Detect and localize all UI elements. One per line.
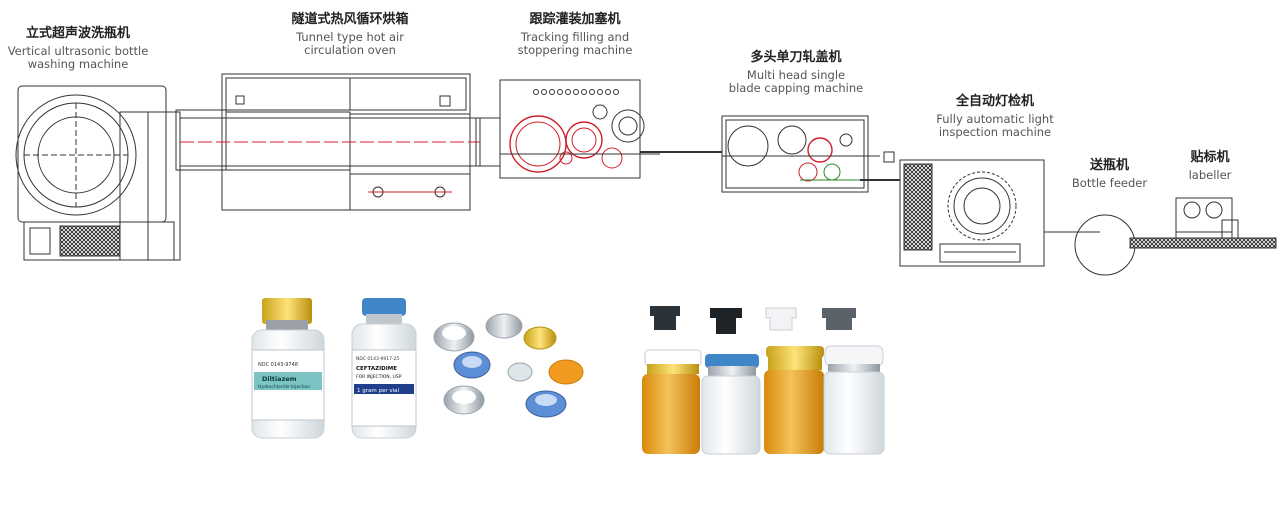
inspection-machine-drawing xyxy=(899,159,1100,267)
label-zh: 送瓶机 xyxy=(1089,158,1129,173)
vials-photo xyxy=(642,345,885,455)
label-en-line1: Tracking filling and xyxy=(520,30,630,44)
vial1-ndc: NDC 0143-9748 xyxy=(258,362,298,368)
label-bottle-feeder: 送瓶机 Bottle feeder xyxy=(1062,158,1157,190)
label-zh: 隧道式热风循环烘箱 xyxy=(291,12,409,27)
label-oven: 隧道式热风循环烘箱 Tunnel type hot air circulatio… xyxy=(275,12,425,57)
label-en-line1: Fully automatic light xyxy=(936,112,1054,126)
label-en-line1: Bottle feeder xyxy=(1071,176,1148,190)
label-washing-machine: 立式超声波洗瓶机 Vertical ultrasonic bottle wash… xyxy=(0,26,156,71)
stoppers-photo xyxy=(650,306,856,334)
bottle-feeder-drawing xyxy=(1074,214,1136,276)
label-en-line2: stoppering machine xyxy=(517,43,633,57)
oven-drawing xyxy=(175,73,501,211)
vial-photo-diltiazem: NDC 0143-9748 Diltiazem Hydrochloride In… xyxy=(251,298,325,439)
label-en-line1: Multi head single xyxy=(746,68,846,82)
vial1-brand: Diltiazem xyxy=(262,375,297,383)
vial-photo-ceftazidime: NDC 0143-9917-25 CEFTAZIDIME FOR INJECTI… xyxy=(351,298,417,439)
vial2-dose: 1 gram per vial xyxy=(357,388,400,394)
label-capping-machine: 多头单刀轧盖机 Multi head single blade capping … xyxy=(716,50,876,95)
label-zh: 立式超声波洗瓶机 xyxy=(25,26,130,41)
label-zh: 全自动灯检机 xyxy=(955,94,1034,109)
label-en-line2: washing machine xyxy=(27,57,129,71)
label-zh: 贴标机 xyxy=(1190,150,1230,165)
label-en-line1: labeller xyxy=(1188,168,1232,182)
label-inspection-machine: 全自动灯检机 Fully automatic light inspection … xyxy=(915,94,1075,139)
label-zh: 跟踪灌装加塞机 xyxy=(529,12,621,27)
label-en-line2: inspection machine xyxy=(938,125,1052,139)
vial2-ndc: NDC 0143-9917-25 xyxy=(356,356,399,362)
filling-machine-drawing xyxy=(499,79,722,179)
caps-photo xyxy=(433,313,584,418)
label-en-line1: Vertical ultrasonic bottle xyxy=(7,44,149,58)
label-labeller: 贴标机 labeller xyxy=(1175,150,1245,182)
vial1-desc: Hydrochloride Injection xyxy=(258,384,310,390)
vial2-desc: FOR INJECTION, USP xyxy=(356,374,402,380)
label-en-line2: blade capping machine xyxy=(728,81,864,95)
label-en-line1: Tunnel type hot air xyxy=(296,30,404,44)
capping-machine-drawing xyxy=(721,115,900,193)
label-zh: 多头单刀轧盖机 xyxy=(750,50,842,65)
labeller-drawing xyxy=(1129,197,1277,249)
vial2-brand: CEFTAZIDIME xyxy=(356,366,397,372)
label-en-line2: circulation oven xyxy=(304,43,396,57)
label-filling-machine: 跟踪灌装加塞机 Tracking filling and stoppering … xyxy=(500,12,650,57)
washing-machine-drawing xyxy=(15,85,181,261)
